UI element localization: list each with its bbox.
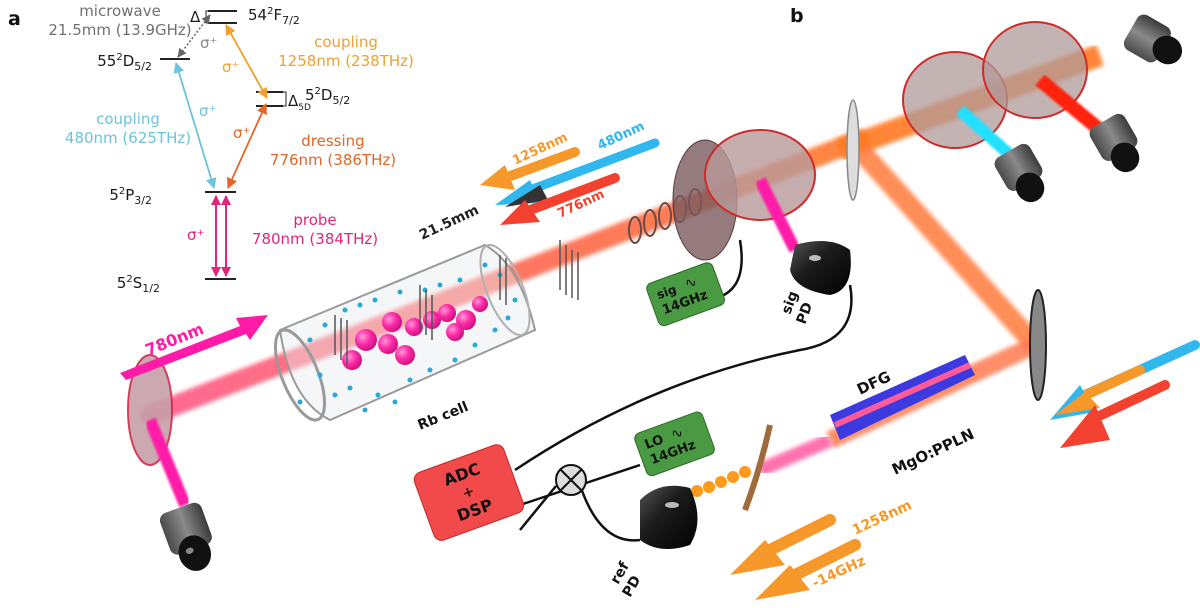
adc-cable — [519, 485, 557, 531]
label-55d52: 552D5/2 — [97, 52, 152, 73]
adc-dsp-box: ADC + DSP — [413, 444, 525, 541]
rb-cell-label: Rb cell — [416, 399, 471, 434]
microwave-arrow — [177, 14, 211, 58]
reference-photodetector: ref PD — [608, 485, 698, 600]
coupling-1258-arrow — [225, 24, 268, 99]
sig-generator-box: sig 14GHz ∿ — [646, 262, 725, 327]
label-5d52: 52D5/2 — [305, 86, 350, 107]
sig-pd-cable — [514, 284, 853, 472]
label-5s12: 52S1/2 — [117, 274, 160, 295]
sig-box-label-1: sig — [655, 282, 678, 302]
signal-photodetector: sig PD — [779, 241, 851, 326]
coupling-480-arrow — [173, 61, 217, 190]
sine-wave-icon: ∿ — [669, 424, 685, 443]
dressing-776-name: dressing — [301, 132, 364, 150]
delta-bracket — [205, 10, 208, 24]
sine-wave-icon: ∿ — [683, 274, 699, 293]
coupling-480-name: coupling — [96, 110, 160, 128]
fiber-776 — [1089, 113, 1140, 173]
crystal-label: MgO:PPLN — [889, 425, 977, 479]
sig-pd-label-1: sig — [779, 289, 802, 316]
out-1258-label: 1258nm — [850, 497, 914, 538]
pol-microwave: σ⁺ — [200, 34, 217, 52]
panel-a-energy-diagram: a 52P3/2 52S1/2 552D5/2 542F7/2 52D5/2 Δ… — [8, 2, 414, 295]
label-54f72: 542F7/2 — [248, 6, 300, 27]
dichroic-mirror-1 — [704, 129, 816, 221]
label-delta-5d: Δ5D — [288, 92, 311, 113]
dressing-776-arrow — [227, 103, 267, 189]
fiber-1258 — [1123, 14, 1183, 65]
ppln-crystal: DFG MgO:PPLN — [830, 355, 977, 479]
panel-label-a: a — [8, 8, 21, 30]
ref-beam-dots — [691, 466, 751, 497]
signal-beam-to-pd — [754, 177, 801, 253]
probe-fiber-beam — [144, 417, 191, 508]
microwave-name: microwave — [79, 2, 161, 20]
mw-wavelength-label: 21.5mm — [417, 202, 482, 243]
adc-plus: + — [460, 483, 476, 502]
delta-5d-bracket — [283, 91, 287, 107]
lo-box-label-1: LO — [643, 432, 666, 453]
pol-coupling-1258: σ⁺ — [222, 58, 239, 76]
ref-pd-cable — [578, 484, 641, 542]
dressing-776-value: 776nm (386THz) — [270, 151, 396, 169]
label-delta: Δ — [190, 8, 201, 26]
coupling-480-value: 480nm (625THz) — [65, 129, 191, 147]
coupling-1258-value: 1258nm (238THz) — [278, 52, 414, 70]
panel-b-setup: b 780nm — [120, 5, 1200, 600]
combining-mirror — [1029, 289, 1047, 401]
sig-pd-label-2: PD — [794, 300, 817, 326]
ground-atoms — [297, 262, 518, 413]
label-5p32: 52P3/2 — [109, 186, 152, 207]
optical-filter — [742, 424, 773, 512]
lo-generator-box: LO 14GHz ∿ — [634, 411, 715, 477]
microwave-field-arrows — [334, 240, 579, 365]
pol-coupling-480: σ⁺ — [199, 102, 216, 120]
probe-780-value: 780nm (384THz) — [252, 230, 378, 248]
coupling-1258-name: coupling — [314, 33, 378, 51]
dfg-output-beam — [757, 433, 833, 477]
output-arrows: 1258nm -14GHz — [730, 497, 914, 600]
probe-fiber-collimator — [159, 502, 212, 571]
mixer — [555, 464, 587, 496]
pol-probe: σ⁺ — [187, 226, 204, 244]
vertical-beam — [852, 143, 1043, 352]
fiber-480 — [994, 143, 1045, 203]
panel-label-b: b — [790, 5, 804, 27]
beam-776-to-fiber — [1035, 74, 1105, 136]
probe-780-name: probe — [293, 211, 336, 229]
beam-480-to-fiber — [955, 105, 1015, 160]
pol-dressing: σ⁺ — [233, 124, 250, 142]
beam-splitter — [846, 99, 860, 201]
input-arrows-right — [1050, 340, 1200, 448]
microwave-value: 21.5mm (13.9GHz) — [48, 21, 191, 39]
